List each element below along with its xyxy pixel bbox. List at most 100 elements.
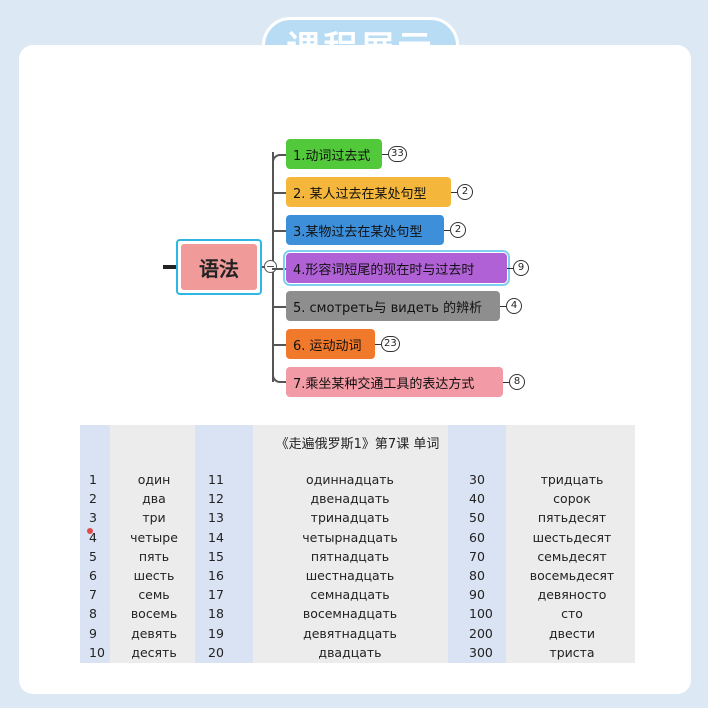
russian-word-cell: тридцать xyxy=(540,472,604,487)
russian-word-cell: одиннадцать xyxy=(306,472,394,487)
number-cell: 60 xyxy=(469,529,485,545)
child-count-badge[interactable]: 23 xyxy=(381,336,400,352)
badge-link xyxy=(382,154,388,156)
annotation-dot xyxy=(87,528,93,534)
russian-word-cell: девятнадцать xyxy=(303,625,397,641)
number-cell: 13 xyxy=(208,510,224,526)
number-cell: 2 xyxy=(89,491,97,507)
collapse-icon[interactable] xyxy=(264,260,277,273)
russian-word-cell: два xyxy=(142,491,166,507)
number-cell: 10 xyxy=(89,644,105,660)
russian-word-cell: сто xyxy=(561,606,583,622)
branch-label: 1.动词过去式 xyxy=(293,148,371,164)
badge-link xyxy=(507,268,513,270)
number-cell: 12 xyxy=(208,491,224,507)
number-cell: 11 xyxy=(208,472,224,487)
russian-word-cell: три xyxy=(142,510,166,526)
russian-word-cell: один xyxy=(137,472,171,487)
number-cell: 40 xyxy=(469,491,485,507)
russian-word-cell: девяносто xyxy=(537,587,607,603)
table-row: 8 восемь 18 восемнадцать 100 сто xyxy=(80,604,635,623)
branch-label: 7.乘坐某种交通工具的表达方式 xyxy=(293,376,475,392)
russian-word-cell: тринадцать xyxy=(310,510,390,526)
number-cell: 50 xyxy=(469,510,485,526)
russian-word-cell: семьдесят xyxy=(537,548,607,564)
column-band xyxy=(448,425,506,663)
russian-word-cell: шестнадцать xyxy=(305,568,395,583)
table-row: 1 один 11 одиннадцать 30 тридцать xyxy=(80,470,635,489)
branch-label: 5. смотреть与 видеть 的辨析 xyxy=(293,300,483,316)
number-cell: 90 xyxy=(469,587,485,603)
mindmap-branch-node[interactable]: 3.某物过去在某处句型 xyxy=(286,215,444,245)
child-count-badge[interactable]: 8 xyxy=(509,374,525,390)
russian-word-cell: триста xyxy=(549,644,595,660)
russian-word-cell: пятнадцать xyxy=(310,548,390,564)
mindmap-root-label: 语法 xyxy=(181,244,257,290)
branch-link xyxy=(272,154,286,166)
branch-link xyxy=(272,192,286,194)
russian-word-cell: восемь xyxy=(130,606,178,622)
russian-word-cell: семь xyxy=(138,587,170,603)
branch-label: 2. 某人过去在某处句型 xyxy=(293,186,427,202)
number-cell: 80 xyxy=(469,568,485,583)
number-cell: 4 xyxy=(89,529,97,545)
child-count-badge[interactable]: 2 xyxy=(450,222,466,238)
number-cell: 1 xyxy=(89,472,97,487)
mindmap-branch-node[interactable]: 7.乘坐某种交通工具的表达方式 xyxy=(286,367,503,397)
mindmap-branch-node[interactable]: 5. смотреть与 видеть 的辨析 xyxy=(286,291,500,321)
branch-link xyxy=(272,371,286,383)
branch-link xyxy=(272,230,286,232)
mindmap-branch-node[interactable]: 6. 运动动词 xyxy=(286,329,375,359)
russian-word-cell: шесть xyxy=(133,568,175,583)
vocabulary-table: 《走遍俄罗斯1》第7课 单词 1 один 11 одиннадцать 30 тридц… xyxy=(80,425,635,663)
number-cell: 18 xyxy=(208,606,224,622)
mindmap-branch-node[interactable]: 1.动词过去式 xyxy=(286,139,382,169)
child-count-badge[interactable]: 4 xyxy=(506,298,522,314)
number-cell: 17 xyxy=(208,587,224,603)
number-cell: 3 xyxy=(89,510,97,526)
number-cell: 6 xyxy=(89,568,97,583)
number-cell: 20 xyxy=(208,644,224,660)
russian-word-cell: восемнадцать xyxy=(302,606,398,622)
branch-link xyxy=(272,344,286,346)
badge-link xyxy=(451,192,457,194)
vocabulary-title: 《走遍俄罗斯1》第7课 单词 xyxy=(275,437,440,452)
number-cell: 200 xyxy=(469,625,493,641)
number-cell: 5 xyxy=(89,548,97,564)
mindmap-branch-node[interactable]: 2. 某人过去在某处句型 xyxy=(286,177,451,207)
mindmap-branch-node[interactable]: 4.形容词短尾的现在时与过去时 xyxy=(283,250,510,286)
branch-label: 3.某物过去在某处句型 xyxy=(293,224,423,240)
branch-label: 6. 运动动词 xyxy=(293,338,362,354)
number-cell: 15 xyxy=(208,548,224,564)
badge-link xyxy=(500,306,506,308)
number-cell: 16 xyxy=(208,568,224,583)
number-cell: 8 xyxy=(89,606,97,622)
branch-label: 4.形容词短尾的现在时与过去时 xyxy=(293,262,475,278)
child-count-badge[interactable]: 9 xyxy=(513,260,529,276)
russian-word-cell: четырнадцать xyxy=(302,529,398,545)
russian-word-cell: пятьдесят xyxy=(537,510,607,526)
mindmap-root-node[interactable]: 语法 xyxy=(176,239,262,295)
russian-word-cell: семнадцать xyxy=(310,587,390,603)
russian-word-cell: сорок xyxy=(553,491,591,507)
number-cell: 300 xyxy=(469,644,493,660)
russian-word-cell: пять xyxy=(138,548,170,564)
number-cell: 9 xyxy=(89,625,97,641)
number-cell: 30 xyxy=(469,472,485,487)
child-count-badge[interactable]: 33 xyxy=(388,146,407,162)
russian-word-cell: шестьдесят xyxy=(532,529,612,545)
russian-word-cell: двести xyxy=(549,625,595,641)
child-count-badge[interactable]: 2 xyxy=(457,184,473,200)
badge-link xyxy=(503,382,509,384)
column-band xyxy=(80,425,110,663)
russian-word-cell: четыре xyxy=(130,529,178,545)
badge-link xyxy=(375,344,381,346)
column-band xyxy=(195,425,253,663)
number-cell: 100 xyxy=(469,606,493,622)
